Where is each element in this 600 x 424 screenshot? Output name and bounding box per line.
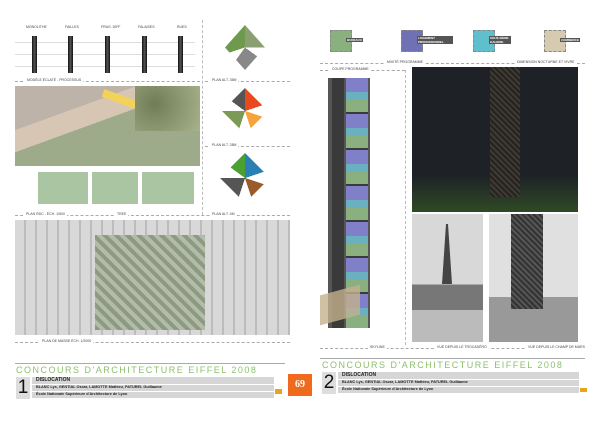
green-tile	[142, 172, 194, 204]
photo-trocadero	[412, 214, 483, 342]
section-label: COUPE PROGRAMME	[330, 67, 371, 71]
project-school: École Nationale Supérieure d'Architectur…	[32, 392, 274, 398]
processus-label: FAILLES	[63, 25, 81, 29]
competition-title: CONCOURS D'ARCHITECTURE EIFFEL 2008	[16, 365, 258, 375]
project-authors: BLANC Lys, GENTIAL Oscar, LAMOTTE Mathie…	[338, 380, 579, 386]
project-number: 1	[16, 377, 30, 399]
legend-label: SOUS-SÉRIE GALERIE	[489, 36, 511, 44]
left-page: MONOLITHE FAILLES FRAG. DIFF FALAISES RU…	[0, 0, 296, 424]
project-authors: BLANC Lys, GENTIAL Oscar, LAMOTTE Mathie…	[32, 385, 274, 391]
right-page: BUREAUX LOGEMENT PROFESSIONNEL SOUS-SÉRI…	[300, 0, 600, 424]
school-logo	[580, 388, 587, 392]
legend-label: BUREAUX	[346, 38, 363, 42]
plan-label: PLAN RDC - ÉCH. 1/500	[24, 212, 67, 216]
section-label: MIXITÉ PROGRAMME	[385, 60, 425, 64]
project-info: 1 DISLOCATION BLANC Lys, GENTIAL Oscar, …	[16, 377, 282, 399]
green-tile	[92, 172, 138, 204]
project-info: 2 DISLOCATION BLANC Lys, GENTIAL Oscar, …	[322, 372, 587, 394]
project-number: 2	[322, 372, 336, 394]
plan-label: PLAN DE MASSE ÉCH. 1/2000	[40, 339, 94, 343]
school-logo	[275, 389, 282, 394]
plan-diagram-35	[225, 25, 265, 70]
caption: VUE DEPUIS LE TROCADÉRO	[435, 345, 489, 349]
aerial-site-plan	[15, 86, 200, 166]
project-school: École Nationale Supérieure d'Architectur…	[338, 387, 579, 393]
caption: VUE DEPUIS LE CHAMP DE MARS	[526, 345, 587, 349]
plan-label: TREE	[115, 212, 129, 216]
competition-title: CONCOURS D'ARCHITECTURE EIFFEL 2008	[322, 360, 564, 370]
section-label: DIMENSION NOCTURNE ET VIVRE	[515, 60, 577, 64]
project-name: DISLOCATION	[338, 372, 579, 379]
night-render	[412, 67, 578, 212]
photo-champ-de-mars	[489, 214, 578, 342]
skyline	[15, 350, 285, 364]
plan-diagram-4	[220, 153, 270, 203]
caption: SKYLINE	[368, 345, 387, 349]
plan-label: PLAN ALT. 4M	[210, 212, 237, 216]
processus-label: RUES	[175, 25, 189, 29]
plan-diagram-28	[222, 88, 268, 134]
project-name: DISLOCATION	[32, 377, 274, 384]
processus-label: FRAG. DIFF	[99, 25, 123, 29]
skyline	[320, 352, 585, 359]
legend-label: COMMERCE	[560, 38, 580, 42]
processus-label: FALAISES	[136, 25, 157, 29]
plan-label: PLAN ALT. 28M	[210, 143, 239, 147]
page-number: 69	[288, 374, 312, 396]
green-tile	[38, 172, 88, 204]
plan-label: PLAN ALT. 35M	[210, 78, 239, 82]
section-label: MODÈLE ÉCLATÉ - PROCESSUS	[25, 78, 84, 82]
processus-label: MONOLITHE	[24, 25, 49, 29]
legend-label: LOGEMENT PROFESSIONNEL	[417, 36, 453, 44]
plan-masse-image	[15, 220, 290, 335]
